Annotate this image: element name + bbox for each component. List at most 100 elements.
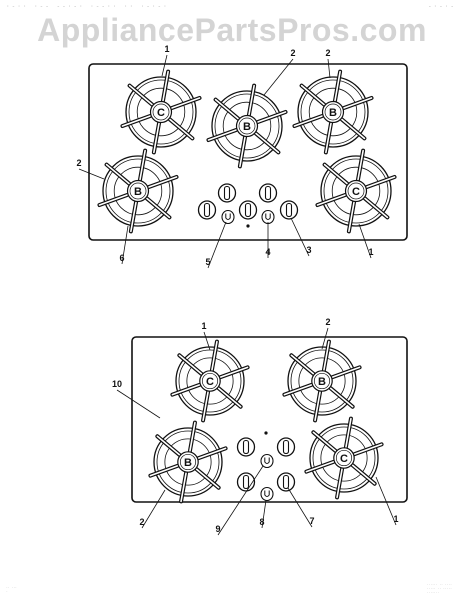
- knob-grip: [264, 185, 272, 201]
- burner-cap: [321, 100, 345, 124]
- knob-grip: [285, 202, 293, 218]
- knob-grip: [244, 202, 252, 218]
- leader-line: [358, 223, 372, 259]
- grate-arm-highlight: [128, 84, 153, 106]
- burner-bowl-ring: [186, 357, 234, 405]
- burner-cap: [199, 370, 221, 392]
- burner-front-left: B: [97, 148, 179, 234]
- burner-grate-outer-ring: [102, 155, 174, 227]
- leader-line: [217, 465, 264, 536]
- callout-number: 2: [325, 48, 330, 58]
- callout-number: 2: [290, 48, 295, 58]
- knob-grip: [242, 474, 250, 490]
- knob-outline: [236, 437, 256, 457]
- burner-grate-outer-ring: [153, 427, 223, 497]
- ignitor-switch: [260, 453, 274, 469]
- leader-line: [116, 389, 161, 419]
- grate-arm-highlight: [217, 387, 242, 408]
- scan-artifact-left: ·-·· ·-- --·-· ·--·· ·· ·-·-·: [6, 3, 169, 10]
- control-knob: [279, 200, 299, 220]
- grate-arm-highlight: [316, 194, 346, 206]
- callout-number: 5: [205, 257, 210, 267]
- callout-1: 1: [358, 223, 374, 259]
- leader-line: [261, 499, 267, 529]
- callout-2: 2: [76, 158, 105, 180]
- burner-grate-outer-ring: [320, 155, 392, 227]
- callout-number: 7: [309, 516, 314, 526]
- leader-line: [287, 487, 313, 528]
- grate-arm-highlight: [130, 201, 137, 233]
- grate-arm-highlight: [323, 163, 348, 185]
- burner-grate-outer-ring: [175, 346, 245, 416]
- burner-rear-left: C: [170, 339, 250, 423]
- callout-number: 2: [139, 517, 144, 527]
- grate-arm-highlight: [345, 417, 352, 448]
- burner-cap-inner: [238, 117, 256, 135]
- knob-grip: [282, 474, 290, 490]
- cooktop-panel: [131, 336, 408, 503]
- burner-grate-inner-ring: [312, 426, 376, 490]
- callout-2: 2: [321, 317, 331, 350]
- grate-arm-highlight: [351, 464, 376, 485]
- burner-size-letter: C: [157, 107, 165, 119]
- ignitor-mark: [264, 457, 270, 464]
- burner-size-letter: C: [206, 376, 214, 388]
- knob-grip: [203, 202, 211, 218]
- leader-line: [161, 54, 168, 77]
- knob-grip: [223, 185, 231, 201]
- burner-size-letter: B: [329, 107, 337, 119]
- burner-cap-inner: [129, 182, 147, 200]
- burner-grate-outer-ring: [287, 346, 357, 416]
- callout-2: 2: [325, 48, 331, 79]
- knob-grip: [282, 439, 290, 455]
- leader-line: [321, 327, 329, 350]
- grate-arm-highlight: [139, 149, 146, 181]
- ignitor-mark: [265, 213, 271, 220]
- grate-arm-highlight: [323, 340, 330, 371]
- grate-arm-highlight: [202, 391, 209, 422]
- burner-cap-inner: [152, 103, 170, 121]
- burner-rear-center: B: [206, 83, 288, 169]
- callout-number: 1: [368, 247, 373, 257]
- leader-line: [207, 221, 227, 269]
- grate-arm-highlight: [197, 447, 227, 459]
- grate-arm-highlight: [105, 163, 130, 185]
- grate-arm-highlight: [312, 431, 337, 452]
- burner-size-letter: B: [318, 376, 326, 388]
- grate-arm-highlight: [162, 70, 169, 102]
- callout-4: 4: [265, 222, 271, 258]
- control-knob: [258, 183, 278, 203]
- leader-line: [290, 217, 310, 257]
- grate-arm-highlight: [121, 115, 151, 127]
- grate-arm-highlight: [343, 97, 373, 109]
- callout-number: 1: [201, 321, 206, 331]
- grate-arm-highlight: [293, 115, 323, 127]
- burner-cap-inner: [335, 449, 353, 467]
- scan-artifact-right: -·-·-: [427, 3, 456, 10]
- burner-size-letter: B: [184, 457, 192, 469]
- callout-9: 9: [215, 465, 264, 536]
- burner-rear-right: B: [292, 69, 374, 155]
- knob-outline: [279, 200, 299, 220]
- grate-arm-highlight: [341, 118, 366, 140]
- grate-arm-highlight: [211, 340, 218, 371]
- burner-size-letter: C: [352, 186, 360, 198]
- grate-arm-highlight: [248, 84, 255, 116]
- burner-size-letter: B: [134, 186, 142, 198]
- grate-arm-highlight: [149, 465, 179, 477]
- burner-cap: [126, 179, 150, 203]
- grate-arm-highlight: [366, 176, 396, 188]
- callout-number: 2: [325, 317, 330, 327]
- control-knob: [236, 472, 256, 492]
- grate-arm-highlight: [255, 132, 280, 154]
- ignitor-outline: [261, 209, 275, 225]
- burner-grate-inner-ring: [290, 349, 354, 413]
- grate-arm-highlight: [283, 384, 313, 396]
- scan-mark-bottom-right: ······ ·· ········· ·· ············: [426, 582, 452, 594]
- callout-2: 2: [139, 489, 166, 529]
- grate-arm-highlight: [305, 461, 335, 473]
- knob-grip: [242, 439, 250, 455]
- callout-number: 3: [306, 245, 311, 255]
- callout-number: 8: [259, 517, 264, 527]
